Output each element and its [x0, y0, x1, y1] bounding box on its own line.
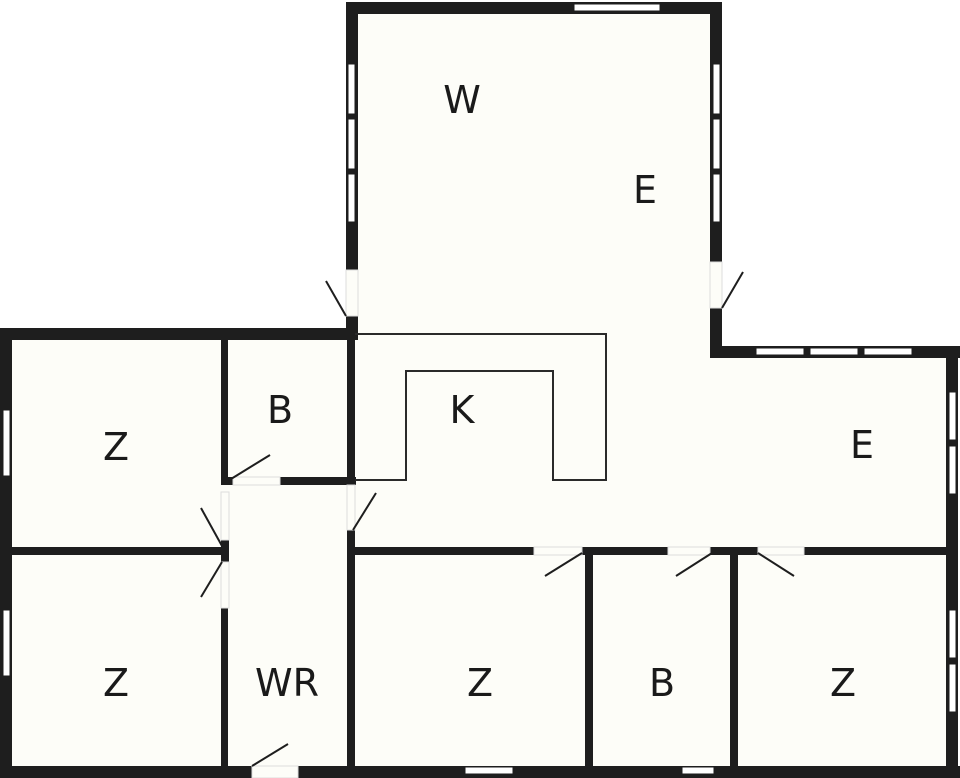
room-label-bathroom-bottom: B — [648, 661, 676, 705]
door-swings — [200, 271, 795, 767]
room-label-kitchen: K — [449, 388, 475, 432]
window — [948, 391, 957, 441]
interior-walls — [6, 334, 950, 772]
door-entry-left — [325, 280, 347, 317]
room-label-toilet: WR — [255, 661, 319, 705]
floor-fill — [6, 8, 952, 774]
windows — [2, 3, 957, 775]
door-bath-top — [230, 454, 271, 480]
room-label-bedroom-bottom-right: Z — [829, 661, 857, 705]
kitchen-counter — [355, 333, 607, 481]
door-openings — [220, 261, 805, 778]
door-bedroom-tl — [200, 507, 223, 547]
window — [2, 409, 11, 477]
window — [347, 63, 356, 115]
window — [681, 766, 715, 775]
window — [464, 766, 514, 775]
room-label-dining-e-right: E — [849, 423, 875, 467]
room-label-bedroom-bottom-mid: Z — [466, 661, 494, 705]
room-label-dining-e-top: E — [632, 168, 658, 212]
room-label-bedroom-bottom-left: Z — [102, 661, 130, 705]
door-entry-right — [721, 271, 744, 309]
room-label-bedroom-top-left: Z — [102, 425, 130, 469]
window — [809, 347, 859, 356]
window — [948, 663, 957, 713]
door-toilet — [251, 743, 289, 767]
door-bedroom-right — [757, 552, 795, 577]
window — [712, 118, 721, 170]
door-bedroom-mid — [544, 552, 583, 577]
window — [712, 173, 721, 223]
window — [948, 609, 957, 659]
room-label-bathroom-top: B — [266, 388, 294, 432]
window — [347, 173, 356, 223]
window — [573, 3, 661, 12]
window — [712, 63, 721, 115]
window — [948, 445, 957, 495]
room-label-living-w: W — [443, 78, 481, 122]
door-bedroom-bl — [200, 561, 223, 598]
door-bath-bottom — [675, 552, 713, 577]
window — [2, 609, 11, 677]
window — [755, 347, 805, 356]
window — [863, 347, 913, 356]
window — [347, 118, 356, 170]
door-kitchen-hall — [352, 492, 377, 531]
